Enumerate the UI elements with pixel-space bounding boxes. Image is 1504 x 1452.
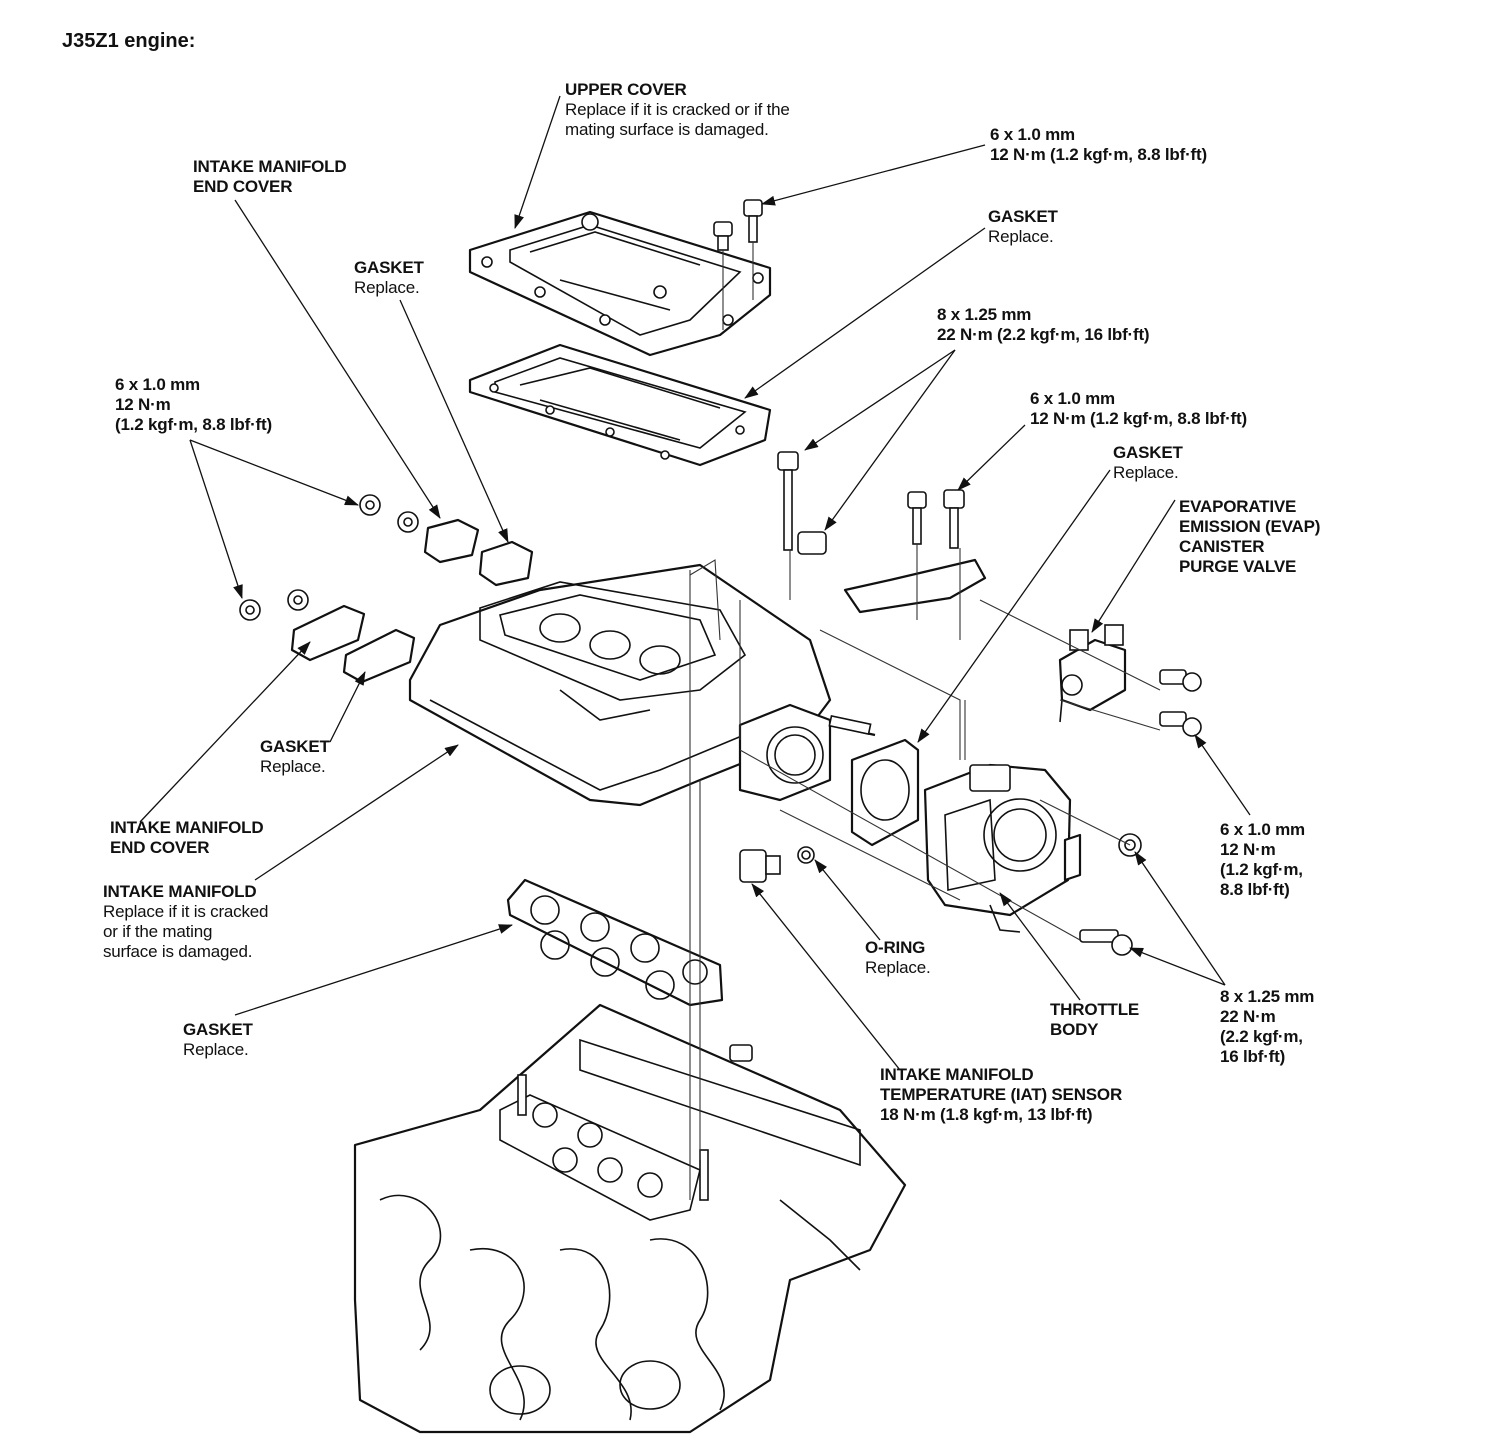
bolt-6x10-left-detail: (1.2 kgf·m, 8.8 lbf·ft) — [115, 415, 272, 434]
o-ring-note: Replace. — [865, 958, 931, 977]
gasket-bottom-name: GASKET — [183, 1020, 253, 1039]
intake-manifold-name: INTAKE MANIFOLD — [103, 882, 257, 901]
end-cover-top-line-1: INTAKE MANIFOLD — [193, 157, 347, 176]
top-bolts — [713, 199, 763, 330]
throttle-gasket-part — [850, 738, 920, 847]
iat-line-2: TEMPERATURE (IAT) SENSOR — [880, 1085, 1123, 1104]
end-cover-top-line-2: END COVER — [193, 177, 293, 196]
iat-line-1: INTAKE MANIFOLD — [880, 1065, 1034, 1084]
intake-manifold-part — [408, 563, 876, 807]
bolt-6x10-right-detail-2: 8.8 lbf·ft) — [1220, 880, 1290, 899]
label-upper-cover: UPPER COVER Replace if it is cracked or … — [565, 80, 790, 140]
bracket-and-bolts — [777, 451, 987, 640]
label-bolt-6x10-right: 6 x 1.0 mm 12 N·m (1.2 kgf·m, 8.8 lbf·ft… — [1220, 820, 1305, 900]
upper-cover-part — [468, 210, 772, 357]
end-cover-bottom-line-1: INTAKE MANIFOLD — [110, 818, 264, 837]
gasket-lower-left-name: GASKET — [260, 737, 330, 756]
bolt-6x10-mid-size: 6 x 1.0 mm — [1030, 389, 1115, 408]
label-end-cover-bottom: INTAKE MANIFOLD END COVER — [110, 818, 264, 858]
bolt-8x125-right-torque: 22 N·m — [1220, 1007, 1276, 1026]
gasket-upper-note: Replace. — [988, 227, 1054, 246]
evap-line-1: EVAPORATIVE — [1179, 497, 1297, 516]
bolt-6x10-right-torque: 12 N·m — [1220, 840, 1276, 859]
lower-gasket-part — [506, 878, 724, 1007]
label-throttle-body: THROTTLE BODY — [1050, 1000, 1139, 1040]
bolt-top-torque: 12 N·m (1.2 kgf·m, 8.8 lbf·ft) — [990, 145, 1207, 164]
label-iat-sensor: INTAKE MANIFOLD TEMPERATURE (IAT) SENSOR… — [880, 1065, 1122, 1125]
label-gasket-upper: GASKET Replace. — [988, 207, 1058, 247]
o-ring-name: O-RING — [865, 938, 926, 957]
label-gasket-throttle: GASKET Replace. — [1113, 443, 1183, 483]
label-bolt-8x125-top: 8 x 1.25 mm 22 N·m (2.2 kgf·m, 16 lbf·ft… — [937, 305, 1150, 345]
gasket-lower-left-note: Replace. — [260, 757, 326, 776]
bolt-6x10-right-detail-1: (1.2 kgf·m, — [1220, 860, 1303, 879]
label-gasket-lower-left: GASKET Replace. — [260, 737, 330, 777]
label-gasket-bottom: GASKET Replace. — [183, 1020, 253, 1060]
bolt-8x125-right-size: 8 x 1.25 mm — [1220, 987, 1315, 1006]
iat-torque: 18 N·m (1.8 kgf·m, 13 lbf·ft) — [880, 1105, 1093, 1124]
intake-manifold-note-1: Replace if it is cracked — [103, 902, 269, 921]
gasket-endcover-name: GASKET — [354, 258, 424, 277]
upper-cover-name: UPPER COVER — [565, 80, 687, 99]
gasket-upper-name: GASKET — [988, 207, 1058, 226]
gasket-throttle-note: Replace. — [1113, 463, 1179, 482]
bolt-6x10-left-torque: 12 N·m — [115, 395, 171, 414]
intake-manifold-note-3: surface is damaged. — [103, 942, 253, 961]
evap-valve-part — [1058, 624, 1202, 737]
throttle-body-part — [923, 763, 1082, 933]
page-title: J35Z1 engine: — [62, 30, 196, 52]
label-bolt-6x10-mid: 6 x 1.0 mm 12 N·m (1.2 kgf·m, 8.8 lbf·ft… — [1030, 389, 1247, 429]
throttle-body-line-2: BODY — [1050, 1020, 1099, 1039]
throttle-fasteners — [739, 715, 1142, 956]
evap-line-2: EMISSION (EVAP) — [1179, 517, 1321, 536]
bolt-top-size: 6 x 1.0 mm — [990, 125, 1075, 144]
label-evap-valve: EVAPORATIVE EMISSION (EVAP) CANISTER PUR… — [1179, 497, 1320, 577]
label-intake-manifold: INTAKE MANIFOLD Replace if it is cracked… — [103, 882, 268, 962]
end-cover-bottom-line-2: END COVER — [110, 838, 210, 857]
gasket-throttle-name: GASKET — [1113, 443, 1183, 462]
intake-manifold-note-2: or if the mating — [103, 922, 213, 941]
bolt-6x10-right-size: 6 x 1.0 mm — [1220, 820, 1305, 839]
bolt-8x125-right-detail-2: 16 lbf·ft) — [1220, 1047, 1286, 1066]
leader-lines — [139, 95, 1251, 1071]
upper-cover-note-1: Replace if it is cracked or if the — [565, 100, 790, 119]
gasket-bottom-note: Replace. — [183, 1040, 249, 1059]
upper-gasket-part — [468, 343, 772, 467]
gasket-endcover-note: Replace. — [354, 278, 420, 297]
engine-block-part — [353, 1003, 907, 1434]
evap-line-4: PURGE VALVE — [1179, 557, 1297, 576]
bolt-8x125-right-detail-1: (2.2 kgf·m, — [1220, 1027, 1303, 1046]
evap-line-3: CANISTER — [1179, 537, 1265, 556]
label-gasket-endcover: GASKET Replace. — [354, 258, 424, 298]
bolt-6x10-left-size: 6 x 1.0 mm — [115, 375, 200, 394]
left-end-cover-parts — [239, 494, 534, 684]
upper-cover-note-2: mating surface is damaged. — [565, 120, 769, 139]
bolt-8x125-top-torque: 22 N·m (2.2 kgf·m, 16 lbf·ft) — [937, 325, 1150, 344]
label-bolt-8x125-right: 8 x 1.25 mm 22 N·m (2.2 kgf·m, 16 lbf·ft… — [1220, 987, 1314, 1067]
bolt-6x10-mid-torque: 12 N·m (1.2 kgf·m, 8.8 lbf·ft) — [1030, 409, 1247, 428]
label-bolt-6x10-left: 6 x 1.0 mm 12 N·m (1.2 kgf·m, 8.8 lbf·ft… — [115, 375, 272, 435]
bolt-8x125-top-size: 8 x 1.25 mm — [937, 305, 1032, 324]
label-bolt-top: 6 x 1.0 mm 12 N·m (1.2 kgf·m, 8.8 lbf·ft… — [990, 125, 1207, 165]
label-end-cover-top: INTAKE MANIFOLD END COVER — [193, 157, 347, 197]
label-o-ring: O-RING Replace. — [865, 938, 931, 978]
throttle-body-line-1: THROTTLE — [1050, 1000, 1140, 1019]
alignment-lines — [689, 559, 1161, 1200]
